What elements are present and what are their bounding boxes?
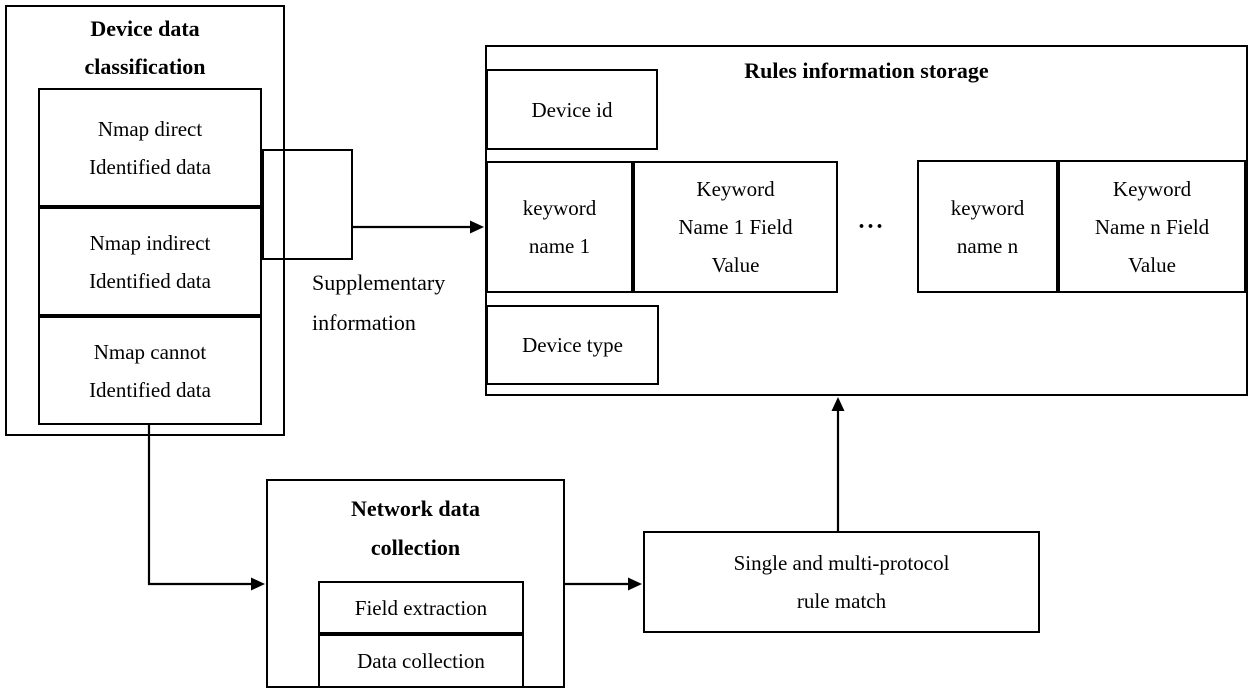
rule-match-line1: Single and multi-protocol <box>733 551 950 575</box>
network-collection-title-line2: collection <box>370 535 461 560</box>
keyword-name-n-value-line2: Name n Field <box>1094 214 1210 239</box>
network-collection-title-line1: Network data <box>351 496 480 521</box>
nmap-cannot-box: Nmap cannot Identified data <box>38 316 262 425</box>
keyword-name-1-line1: keyword <box>522 196 597 220</box>
device-classification-title: Device data classification <box>5 10 285 86</box>
keyword-name-n-value-line3: Value <box>1128 252 1176 277</box>
keyword-name-1-line2: name 1 <box>528 234 591 258</box>
network-to-rulematch-arrow <box>565 577 642 591</box>
keyword-name-n-box: keyword name n <box>917 160 1058 293</box>
keyword-name-1-value-box: Keyword Name 1 Field Value <box>633 161 838 293</box>
device-id-box: Device id <box>486 69 658 150</box>
supplementary-arrow <box>353 220 484 234</box>
keyword-name-n-value-line1: Keyword <box>1112 176 1192 201</box>
classification-to-network-arrow <box>147 425 265 591</box>
keyword-name-n-value-box: Keyword Name n Field Value <box>1058 160 1246 293</box>
rulematch-to-rules-arrow <box>831 397 845 531</box>
keyword-name-1-value-line1: Keyword <box>696 177 775 201</box>
device-type-box: Device type <box>486 305 659 385</box>
supplementary-label-line2: information <box>312 310 416 335</box>
data-collection-box: Data collection <box>318 634 524 688</box>
ellipsis: ··· <box>857 214 885 240</box>
connector-bracket <box>262 149 353 260</box>
device-classification-title-line2: classification <box>84 54 206 79</box>
rules-storage-title: Rules information storage <box>744 58 989 83</box>
field-extraction-box: Field extraction <box>318 581 524 634</box>
keyword-name-1-value-line2: Name 1 Field <box>678 215 793 239</box>
supplementary-label: Supplementary information <box>312 263 487 343</box>
rule-match-box: Single and multi-protocol rule match <box>643 531 1040 633</box>
nmap-cannot-line1: Nmap cannot <box>93 339 207 364</box>
nmap-indirect-line2: Identified data <box>89 268 211 293</box>
keyword-name-1-value-line3: Value <box>711 253 760 277</box>
nmap-indirect-box: Nmap indirect Identified data <box>38 207 262 316</box>
supplementary-label-line1: Supplementary <box>312 270 446 295</box>
keyword-name-n-line1: keyword <box>950 195 1025 220</box>
nmap-direct-line1: Nmap direct <box>97 116 203 141</box>
device-classification-title-line1: Device data <box>90 16 200 41</box>
nmap-direct-line2: Identified data <box>89 154 211 179</box>
network-collection-title: Network data collection <box>266 489 565 567</box>
keyword-name-n-line2: name n <box>956 233 1019 258</box>
keyword-name-1-box: keyword name 1 <box>486 161 633 293</box>
rule-match-line2: rule match <box>796 589 887 613</box>
nmap-cannot-line2: Identified data <box>89 377 211 402</box>
nmap-indirect-line1: Nmap indirect <box>89 230 211 255</box>
nmap-direct-box: Nmap direct Identified data <box>38 88 262 207</box>
